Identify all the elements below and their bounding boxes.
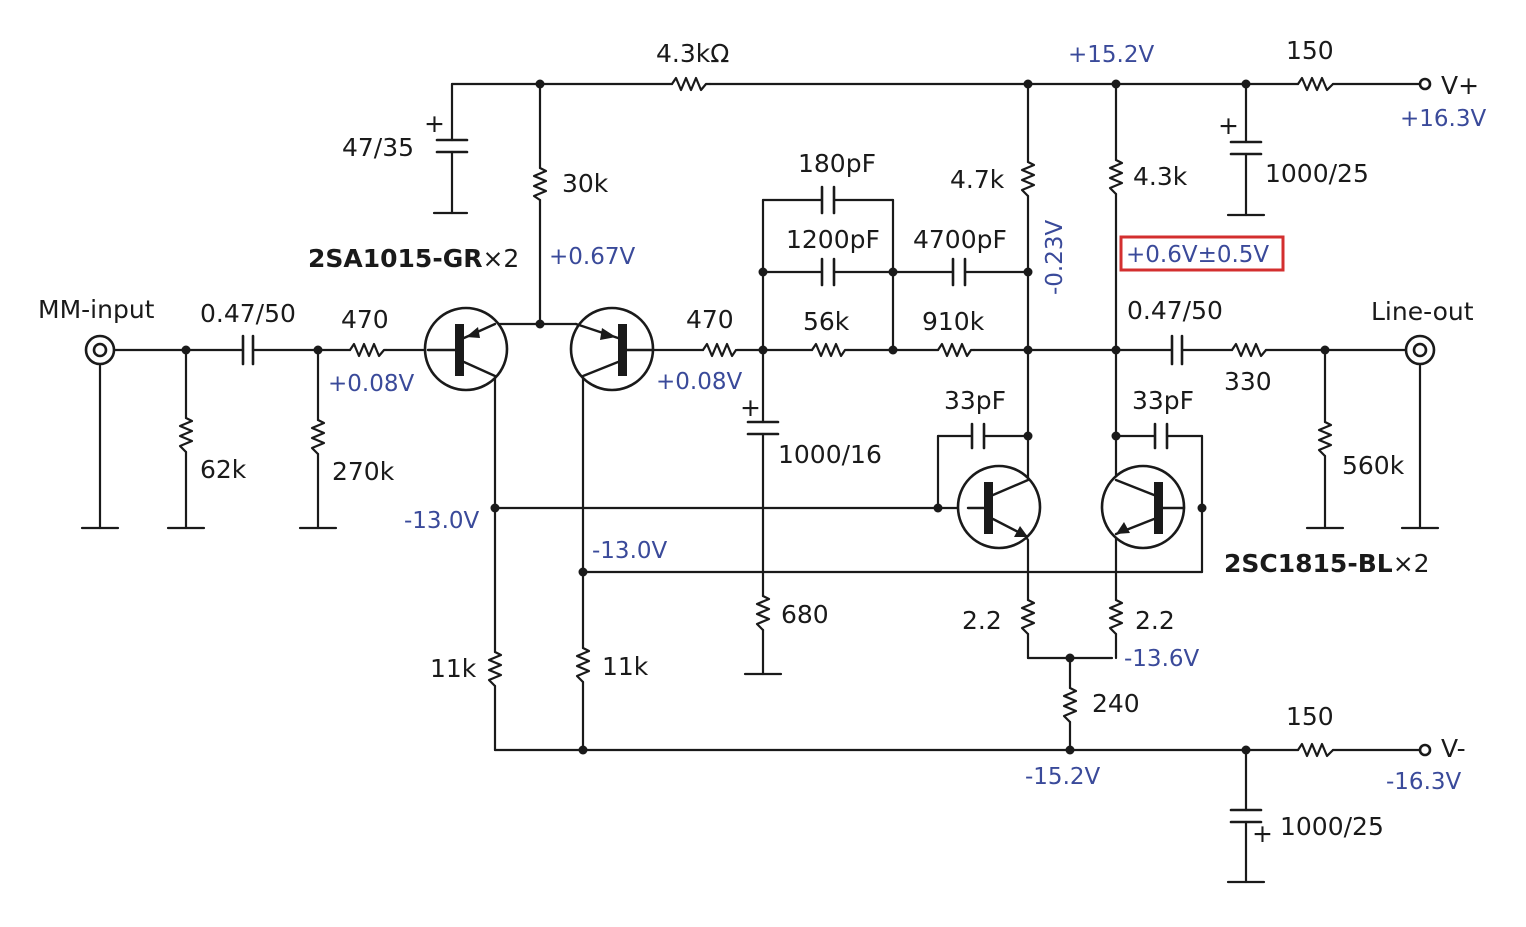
- resistor-4k7: [1020, 160, 1036, 198]
- label-line-out: Line-out: [1371, 297, 1474, 326]
- value-r-11k-right: 11k: [602, 652, 649, 681]
- value-r-910k: 910k: [922, 307, 985, 336]
- resistor-680: [755, 594, 771, 632]
- transistor-npn-left: [956, 464, 1042, 550]
- resistor-150-top: [1296, 76, 1335, 92]
- resistor-240: [1062, 686, 1078, 724]
- voltage-supply-neg: -16.3V: [1386, 769, 1462, 795]
- value-c-1200p: 1200pF: [786, 225, 880, 254]
- label-mm-input: MM-input: [38, 295, 155, 324]
- value-c-33p-right: 33pF: [1132, 386, 1194, 415]
- resistor-470-in: [348, 342, 388, 358]
- resistor-4k3: [1108, 158, 1124, 196]
- wires: [80, 82, 1440, 884]
- value-r-2-2-left: 2.2: [962, 606, 1002, 635]
- plus-1000-25-bottom: +: [1252, 819, 1273, 848]
- voltage-emitter-pnp: +0.67V: [549, 244, 635, 270]
- capacitor-1000-25-bottom: [1229, 808, 1263, 824]
- transistor-pnp-left: [423, 306, 509, 392]
- capacitor-1200pf: [820, 257, 836, 287]
- v-plus-terminal: [1418, 77, 1432, 91]
- label-v-plus: V+: [1441, 71, 1479, 100]
- value-r-4k3: 4.3k: [1133, 162, 1188, 191]
- line-out-jack: [1404, 334, 1436, 366]
- resistor-2-2-right: [1108, 598, 1124, 636]
- value-c-1000-25-bottom: 1000/25: [1280, 812, 1384, 841]
- resistor-30k: [532, 166, 548, 202]
- value-r-56k: 56k: [803, 307, 850, 336]
- highlight-box: [1119, 235, 1285, 272]
- capacitor-input: [241, 334, 255, 366]
- capacitor-180pf: [820, 185, 836, 215]
- value-c-out: 0.47/50: [1127, 296, 1223, 325]
- capacitor-33pf-left: [970, 422, 986, 450]
- transistor-npn-right: [1100, 464, 1186, 550]
- voltage-supply-pos: +16.3V: [1400, 106, 1486, 132]
- capacitor-33pf-right: [1153, 422, 1169, 450]
- value-r-30k: 30k: [562, 169, 609, 198]
- plus-1000-25-top: +: [1218, 111, 1239, 140]
- value-r-680: 680: [781, 600, 829, 629]
- value-r-330: 330: [1224, 367, 1272, 396]
- voltage-output-offset: +0.6V±0.5V: [1126, 242, 1269, 268]
- capacitor-1000-16: [746, 420, 780, 436]
- capacitor-4700pf: [951, 257, 967, 287]
- voltage-coll-left: -13.0V: [404, 508, 480, 534]
- value-r-11k-left: 11k: [430, 654, 477, 683]
- value-c-in: 0.47/50: [200, 299, 296, 328]
- voltage-emitter-npn: -13.6V: [1124, 646, 1200, 672]
- value-r-560k: 560k: [1342, 451, 1405, 480]
- capacitor-47-35: [435, 138, 469, 154]
- resistor-910k: [936, 342, 976, 358]
- resistor-11k-left: [487, 650, 503, 688]
- value-c-1000-25-top: 1000/25: [1265, 159, 1369, 188]
- value-c-180p: 180pF: [798, 149, 876, 178]
- label-v-minus: V-: [1441, 734, 1466, 763]
- value-c-1000-16: 1000/16: [778, 440, 882, 469]
- resistor-11k-right: [575, 646, 591, 684]
- plus-47-35: +: [424, 109, 445, 138]
- voltage-coll-right: -13.0V: [592, 538, 668, 564]
- voltage-rail-pos: +15.2V: [1068, 42, 1154, 68]
- resistors: [178, 76, 1335, 758]
- resistor-330: [1230, 342, 1268, 358]
- value-r-470-in: 470: [341, 305, 389, 334]
- mm-input-jack: [84, 334, 116, 366]
- resistor-270k: [310, 418, 326, 456]
- value-r-62k: 62k: [200, 455, 247, 484]
- value-r-4k3-top: 4.3kΩ: [656, 39, 729, 68]
- label-npn-pair: 2SC1815-BL×2: [1224, 549, 1430, 578]
- voltage-vas-node: -0.23V: [1042, 219, 1068, 295]
- resistor-150-bottom: [1296, 742, 1335, 758]
- value-r-150-bottom: 150: [1286, 702, 1334, 731]
- value-c-4700p: 4700pF: [913, 225, 1007, 254]
- resistor-2-2-left: [1020, 598, 1036, 636]
- resistor-4k3-top: [670, 76, 712, 92]
- resistor-470-fb: [701, 342, 738, 358]
- value-r-240: 240: [1092, 689, 1140, 718]
- capacitors: [241, 138, 1263, 824]
- value-r-2-2-right: 2.2: [1135, 606, 1175, 635]
- capacitor-1000-25-top: [1229, 140, 1263, 156]
- voltage-base-fb: +0.08V: [656, 369, 742, 395]
- voltage-base-in: +0.08V: [328, 371, 414, 397]
- resistor-62k: [178, 416, 194, 454]
- v-minus-terminal: [1418, 743, 1432, 757]
- plus-1000-16: +: [740, 393, 761, 422]
- capacitor-output: [1170, 334, 1184, 366]
- junction-dots: [181, 79, 1330, 755]
- label-pnp-pair: 2SA1015-GR×2: [308, 244, 519, 273]
- voltage-rail-neg: -15.2V: [1025, 764, 1101, 790]
- value-c-33p-left: 33pF: [944, 386, 1006, 415]
- value-r-150-top: 150: [1286, 36, 1334, 65]
- resistor-560k: [1317, 420, 1333, 458]
- value-c-47-35: 47/35: [342, 133, 414, 162]
- resistor-56k: [810, 342, 850, 358]
- value-r-470-fb: 470: [686, 305, 734, 334]
- transistor-pnp-right: [569, 306, 655, 392]
- value-r-4k7: 4.7k: [950, 165, 1005, 194]
- value-r-270k: 270k: [332, 457, 395, 486]
